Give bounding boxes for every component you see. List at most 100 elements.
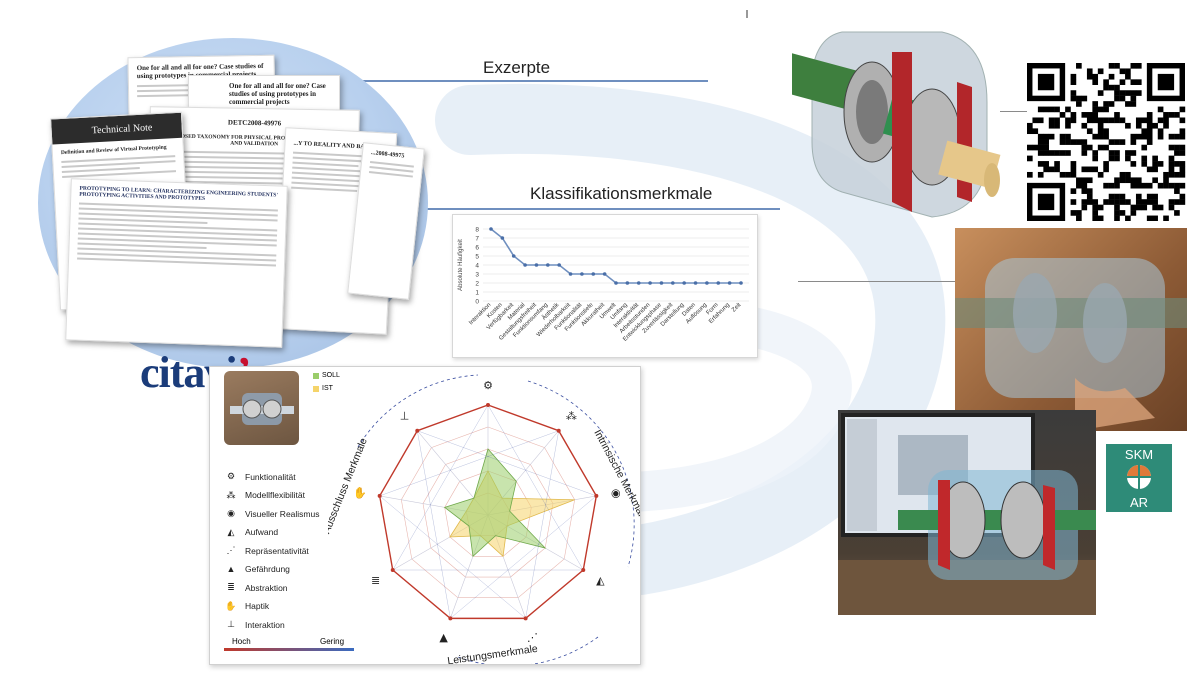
radar-inner-line (417, 430, 597, 497)
qr-connector-line (1000, 111, 1030, 112)
radar-vertex (390, 568, 395, 572)
legend-label: Visueller Realismus (245, 508, 320, 519)
data-point (489, 227, 493, 231)
y-tick-label: 5 (475, 254, 479, 261)
radar-vertex (523, 616, 528, 621)
data-point (500, 236, 505, 240)
radar-ring (444, 470, 532, 557)
top-mark (746, 10, 748, 18)
radar-axis-icon: ⋰ (527, 631, 538, 644)
legend-label: Gefährdung (245, 563, 290, 574)
legend-item: ≣ Abstraktion (224, 582, 288, 593)
radar-axis-icon: ⁂ (566, 410, 577, 423)
ausschluss-arc (357, 374, 479, 448)
radar-axis-icon: ▲ (439, 631, 448, 644)
ar-laptop-photo (838, 410, 1096, 615)
klassifikation-line (420, 208, 780, 210)
radar-inner-line (379, 495, 526, 619)
data-point (739, 281, 743, 285)
qr-code (1027, 63, 1187, 222)
data-point (659, 281, 664, 285)
data-point (523, 263, 527, 267)
radar-axis-icon: ⚙ (483, 379, 493, 392)
data-point (671, 281, 675, 285)
radar-axis-icon: ◭ (596, 574, 605, 587)
y-tick-label: 4 (475, 263, 479, 270)
y-tick-label: 0 (475, 299, 479, 306)
radar-inner-line (379, 430, 559, 497)
data-point (682, 281, 686, 285)
legend-item: ⋰ Repräsentativität (224, 545, 309, 556)
data-point (648, 281, 652, 285)
paper-doc-5: PROTOTYPING TO LEARN: CHARACTERIZING ENG… (65, 178, 288, 348)
scale-gradient-bar (224, 648, 354, 651)
legend-item: ✋ Haptik (224, 601, 269, 612)
klassifikation-label: Klassifikationsmerkmale (530, 184, 713, 203)
legend-label: Abstraktion (245, 582, 288, 593)
hand-icon: ✋ (225, 600, 237, 611)
radar-axis-icon: ≣ (371, 574, 380, 587)
binary-icon: ≣ (227, 582, 235, 592)
data-point (716, 281, 721, 285)
data-point (511, 254, 516, 258)
legend-label: Funktionalität (245, 471, 296, 482)
legend-item: ◉ Visueller Realismus (224, 508, 319, 519)
radar-axis-icon: ⊥ (400, 410, 410, 423)
legend-label: Repräsentativität (245, 545, 309, 556)
radar-inner-line (392, 404, 489, 571)
radar-ring (378, 404, 598, 620)
data-point (602, 272, 607, 276)
legend-ist: IST (313, 385, 333, 392)
radar-inner-line (525, 430, 559, 619)
radar-ring (422, 448, 554, 578)
graph-icon: ⋰ (226, 545, 236, 555)
warning-icon: ▲ (226, 563, 236, 574)
cad-render (792, 12, 1002, 232)
legend-item: ⁂ Modellflexibilität (224, 489, 306, 501)
data-point (727, 281, 732, 285)
data-point (614, 281, 618, 285)
legend-item: ⚙Funktionalität (224, 471, 296, 482)
x-tick-label: Zeit (731, 302, 743, 314)
effort-icon: ◭ (227, 526, 235, 537)
data-point (625, 281, 630, 285)
legend-label: Haptik (245, 601, 270, 611)
legend-label: Interaktion (245, 619, 285, 630)
data-point (591, 272, 596, 276)
y-tick-label: 7 (475, 236, 479, 243)
crosshair-icon (1127, 465, 1151, 489)
legend-item: ⊥Interaktion (224, 619, 285, 630)
y-tick-label: 6 (475, 245, 479, 252)
radar-vertex (556, 428, 561, 433)
scale-high-label: Hoch (232, 637, 251, 646)
legend-label: Modellflexibilität (245, 490, 305, 500)
legend-label: Aufwand (245, 527, 279, 537)
radar-inner-line (487, 404, 584, 571)
legend-item: ▲ Gefährdung (224, 564, 290, 574)
data-point (568, 272, 573, 276)
eye-icon: ◉ (227, 508, 235, 518)
legend-item: ◭ Aufwand (224, 526, 279, 538)
data-point (636, 281, 641, 285)
exzerpte-line (348, 80, 708, 82)
radar-group-label: Leistungsmerkmale (447, 643, 539, 664)
radar-vertex (594, 493, 599, 498)
y-tick-label: 1 (475, 290, 479, 297)
radar-inner-line (450, 495, 597, 619)
radar-ring (401, 426, 575, 598)
data-point (534, 263, 539, 267)
exzerpte-label: Exzerpte (483, 58, 551, 77)
radar-axis-icon: ◉ (611, 486, 621, 499)
soll-area (443, 448, 547, 558)
radar-vertex (448, 616, 453, 621)
y-tick-label: 3 (475, 272, 479, 279)
data-point (557, 263, 561, 267)
radar-group-label: Intrinsische Merkmale (591, 428, 640, 524)
skm-ar-badge: SKM AR (1106, 444, 1172, 512)
molecule-icon: ⁂ (226, 489, 236, 500)
radar-vertex (486, 403, 490, 407)
radar-vertex (415, 428, 420, 433)
